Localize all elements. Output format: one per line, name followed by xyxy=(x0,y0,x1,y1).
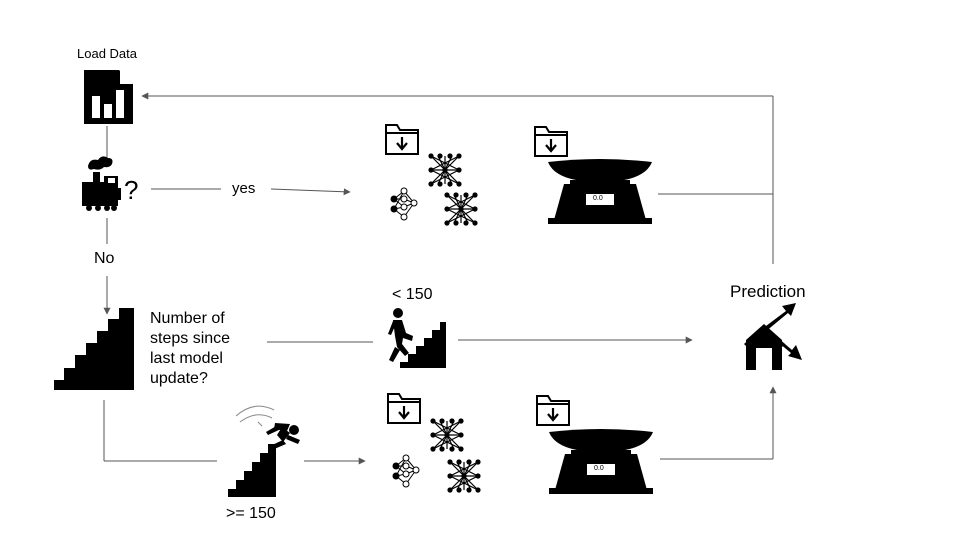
steps-question: Number of steps since last model update? xyxy=(150,309,230,389)
less-than-150-label: < 150 xyxy=(392,286,433,303)
neural-network-icon xyxy=(429,417,465,453)
yes-label: yes xyxy=(232,180,256,197)
document-chart-icon xyxy=(84,70,133,124)
scale-readout: 0.0 xyxy=(594,465,604,472)
steps-question-line: steps since xyxy=(150,330,231,347)
steps-question-line: Number of xyxy=(150,310,225,327)
neural-network-icon xyxy=(446,458,482,494)
greater-equal-150-label: >= 150 xyxy=(226,505,276,522)
folder-download-icon xyxy=(386,392,422,425)
folder-download-icon xyxy=(533,125,569,158)
scale-readout: 0.0 xyxy=(593,195,603,202)
no-label: No xyxy=(94,250,115,267)
folder-download-icon xyxy=(384,123,420,156)
falling-person-icon xyxy=(228,405,300,497)
neural-network-icon xyxy=(427,152,463,188)
steps-question-line: last model xyxy=(150,350,223,367)
neural-network-icon xyxy=(392,454,420,488)
train-icon xyxy=(82,156,121,211)
connector-lines xyxy=(103,92,777,465)
neural-network-icon xyxy=(390,187,418,221)
question-mark: ? xyxy=(124,175,139,205)
load-data-label: Load Data xyxy=(77,46,137,61)
neural-network-icon xyxy=(443,191,479,227)
folder-download-icon xyxy=(535,394,571,427)
stairs-icon xyxy=(54,308,134,390)
prediction-label: Prediction xyxy=(730,282,806,301)
climbing-person-icon xyxy=(388,308,446,368)
steps-question-line: update? xyxy=(150,370,208,387)
